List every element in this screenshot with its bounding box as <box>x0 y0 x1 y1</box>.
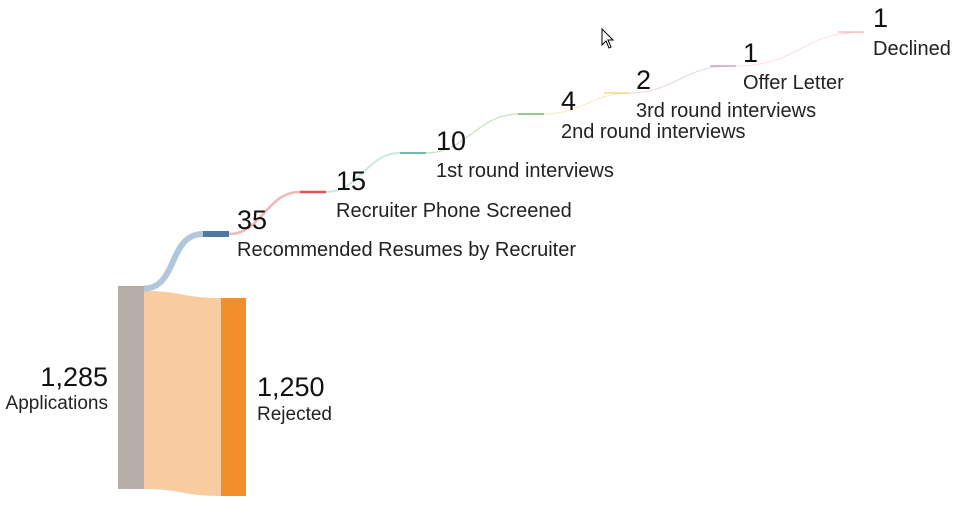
offer-label: Offer Letter <box>743 72 844 94</box>
mouse-cursor-icon <box>601 28 615 49</box>
round3-label: 3rd round interviews <box>636 100 817 122</box>
round3-value: 2 <box>636 65 652 95</box>
rejected-label: Rejected <box>257 404 332 425</box>
link-phone-round1[interactable] <box>325 152 401 193</box>
link-round3-offer[interactable] <box>629 65 729 94</box>
node-declined[interactable] <box>838 31 864 33</box>
node-rejected[interactable] <box>221 298 246 496</box>
link-round1-round2[interactable] <box>425 113 519 154</box>
round1-label: 1st round interviews <box>436 160 614 182</box>
applications-value: 1,285 <box>40 362 108 392</box>
node-round1[interactable] <box>400 152 426 154</box>
node-offer[interactable] <box>710 65 736 67</box>
node-round3[interactable] <box>604 92 630 94</box>
offer-value: 1 <box>743 38 759 68</box>
link-applications-rejected[interactable] <box>144 291 221 496</box>
link-offer-declined[interactable] <box>735 31 865 67</box>
link-recommended-phone[interactable] <box>228 190 301 236</box>
round2-value: 4 <box>561 86 577 116</box>
node-applications[interactable] <box>118 286 144 489</box>
recommended-value: 35 <box>237 205 268 235</box>
node-recommended[interactable] <box>203 231 229 237</box>
declined-label: Declined <box>873 38 951 60</box>
phone-label: Recruiter Phone Screened <box>336 200 572 222</box>
node-round2[interactable] <box>518 113 544 115</box>
node-phone[interactable] <box>300 190 326 194</box>
link-applications-recommended[interactable] <box>143 231 204 292</box>
link-round2-round3[interactable] <box>543 92 631 115</box>
phone-value: 15 <box>336 166 367 196</box>
round1-value: 10 <box>436 126 467 156</box>
recommended-label: Recommended Resumes by Recruiter <box>237 239 577 261</box>
applications-label: Applications <box>5 393 108 414</box>
rejected-value: 1,250 <box>257 372 325 402</box>
declined-value: 1 <box>873 3 889 33</box>
round2-label: 2nd round interviews <box>561 121 746 143</box>
